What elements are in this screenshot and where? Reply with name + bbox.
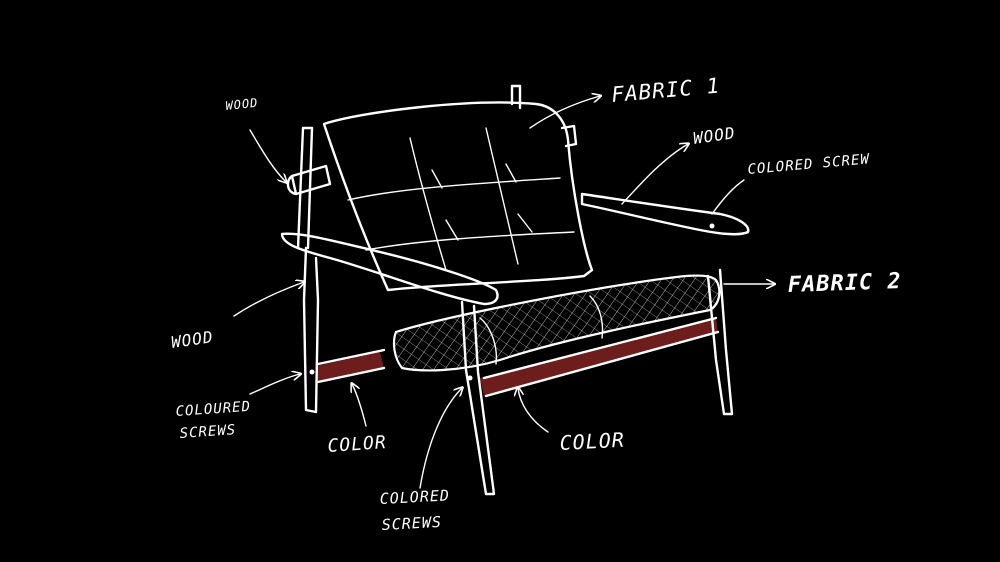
arrow-color-left	[352, 384, 367, 427]
side-rail	[316, 316, 720, 398]
arrow-wood-left	[233, 282, 304, 317]
label-coloured-screws-line2: SCREWS	[179, 422, 237, 442]
front-left-leg	[302, 246, 320, 414]
label-colored-screw: COLORED SCREW	[747, 151, 871, 178]
arrow-coloured-screws-left	[249, 374, 300, 395]
label-wood-left: WOOD	[170, 327, 215, 352]
backrest-cushion	[322, 101, 594, 292]
back-peg	[286, 164, 332, 196]
back-right-post	[510, 84, 522, 110]
label-color-right: COLOR	[559, 428, 625, 455]
label-wood-top-right: WOOD	[692, 123, 737, 148]
label-coloured-screws-line1: COLOURED	[175, 399, 251, 420]
seat-cushion-roll	[479, 295, 604, 365]
seat-cushion	[392, 274, 721, 372]
color-panel-left	[316, 352, 384, 382]
label-colored-screws-bottom-line2: SCREWS	[381, 513, 442, 534]
label-color-left: COLOR	[327, 432, 388, 457]
right-armrest	[580, 192, 750, 236]
arrow-wood-top-right	[621, 144, 688, 205]
color-panel-front	[480, 318, 718, 396]
label-colored-screws-bottom-line1: COLORED	[379, 486, 450, 508]
label-fabric-1: FABRIC 1	[610, 74, 721, 107]
arrow-colored-screws-bottom	[419, 388, 462, 489]
armrest-screw-right	[709, 223, 715, 229]
label-fabric-2: FABRIC 2	[787, 269, 902, 298]
tufting-lines	[347, 127, 575, 271]
arrow-colored-screw	[711, 179, 745, 215]
back-right-leg	[706, 268, 734, 416]
arrow-color-right	[518, 388, 549, 433]
back-left-post	[296, 126, 314, 250]
leg-screw-left	[309, 369, 315, 375]
label-wood-top-left: WOOD	[225, 96, 259, 113]
backrest-ear	[560, 124, 578, 148]
leg-screw-center	[467, 375, 473, 381]
left-armrest	[280, 232, 499, 306]
arrow-wood-top-left	[249, 129, 286, 182]
arrow-fabric-1	[529, 96, 600, 129]
